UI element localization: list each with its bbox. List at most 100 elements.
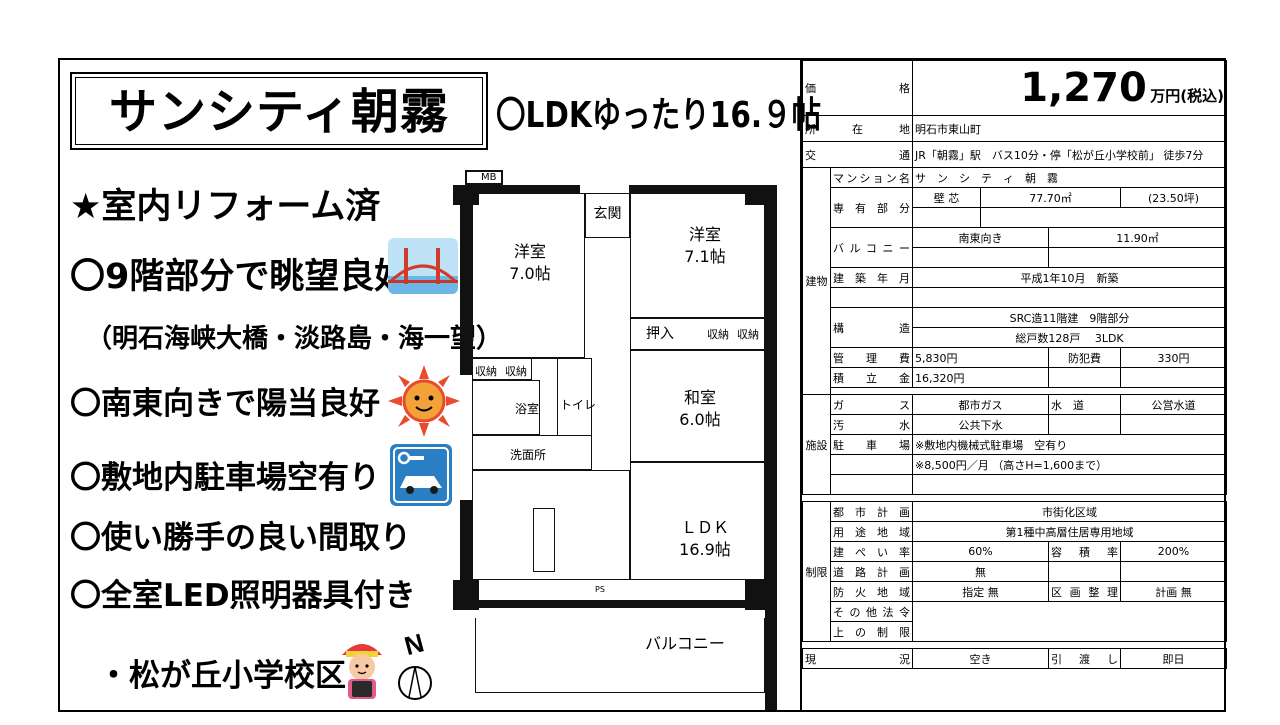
- room-yoshitsu-2: [630, 193, 765, 318]
- zone-label: 用途地域: [830, 521, 913, 542]
- wall: [460, 185, 580, 193]
- district-value: 計画 無: [1120, 581, 1227, 602]
- built-value: 平成1年10月 新築: [912, 267, 1227, 288]
- price-unit: 万円(税込): [1150, 87, 1224, 105]
- access-value: JR「朝霧」駅 バス10分・停「松が丘小学校前」 徒歩7分: [912, 141, 1227, 168]
- ps-label: PS: [595, 585, 605, 594]
- feature-parking: 〇敷地内駐車場空有り: [70, 460, 380, 496]
- price-cell: 1,270 万円(税込): [912, 60, 1227, 116]
- fire-label: 防火地域: [830, 581, 913, 602]
- far-value: 200%: [1120, 541, 1227, 562]
- wall: [453, 580, 479, 610]
- feature-sun: 〇南東向きで陽当良好: [70, 386, 380, 422]
- zone-value: 第1種中高層住居専用地域: [912, 521, 1227, 542]
- shuno-box-left: [472, 358, 532, 380]
- road-value: 無: [912, 561, 1049, 582]
- balcony-info-label: バルコニー: [830, 227, 913, 268]
- other-label-2: 上の制限: [830, 621, 913, 642]
- built-label: 建築年月: [830, 267, 913, 288]
- area-value: 77.70㎡: [980, 187, 1121, 208]
- info-panel: 価 格 1,270 万円(税込) 所 在 地 明石市東山町 交 通 JR「朝霧」…: [802, 60, 1227, 710]
- sewage-value: 公共下水: [912, 414, 1049, 435]
- parking-fee: ※8,500円／月 （高さH=1,600まで）: [912, 454, 1227, 475]
- feature-view-detail: （明石海峡大橋・淡路島・海一望）: [86, 324, 503, 354]
- area-label: 専有部分: [830, 187, 913, 228]
- ldk-size: 16.9帖: [679, 540, 731, 559]
- oshiire-label: 押入: [646, 326, 674, 342]
- shuno-label-4: 収納: [505, 365, 527, 378]
- wall: [460, 185, 472, 375]
- road-label: 道路計画: [830, 561, 913, 582]
- property-title: サンシティ朝霧: [75, 77, 483, 145]
- balcony-label: バルコニー: [645, 634, 725, 653]
- room-ldk-right: [630, 462, 765, 580]
- mgmt-value: 5,830円: [912, 347, 1049, 368]
- feature-school: ・松が丘小学校区: [98, 658, 346, 694]
- reserve-label: 積立金: [830, 367, 913, 388]
- feature-led: 〇全室LED照明器具付き: [70, 578, 416, 614]
- property-info-table: 価 格 1,270 万円(税込) 所 在 地 明石市東山町 交 通 JR「朝霧」…: [802, 60, 1227, 669]
- mansion-value: サ ン シ テ ィ 朝 霧: [912, 167, 1227, 188]
- washitsu-name: 和室: [683, 388, 716, 407]
- balcony-area: [475, 618, 765, 693]
- location-label: 所 在 地: [802, 115, 913, 142]
- title-box: サンシティ朝霧: [70, 72, 488, 150]
- ldk-name: ＬＤＫ: [680, 518, 729, 537]
- reserve-value: 16,320円: [912, 367, 1049, 388]
- wall: [765, 185, 777, 710]
- shuno-label-3: 収納: [475, 365, 497, 378]
- kitchen-counter: [533, 508, 555, 572]
- water-label: 水 道: [1048, 394, 1121, 415]
- north-letter: N: [401, 627, 427, 661]
- promo-panel: サンシティ朝霧 〇LDKゆったり16.９帖 ★室内リフォーム済 〇9階部分で眺望…: [60, 60, 821, 710]
- district-label: 区画整理: [1048, 581, 1121, 602]
- yoshitsu-1-size: 7.0帖: [509, 264, 551, 283]
- wall: [460, 600, 777, 608]
- toilet-label: トイレ: [560, 398, 597, 412]
- gas-value: 都市ガス: [912, 394, 1049, 415]
- structure-label: 構 造: [830, 307, 913, 348]
- access-label: 交 通: [802, 141, 913, 168]
- area-type: 壁 芯: [912, 187, 981, 208]
- washitsu-size: 6.0帖: [679, 410, 721, 429]
- sewage-label: 汚 水: [830, 414, 913, 435]
- school-child-icon: [342, 644, 382, 699]
- area-tsubo: (23.50坪): [1120, 187, 1227, 208]
- yoshitsu-1-name: 洋室: [513, 242, 546, 261]
- washroom: [472, 435, 592, 470]
- bathroom: [472, 380, 540, 435]
- other-label-1: その他法令: [830, 601, 913, 622]
- shuno-label-2: 収納: [737, 328, 759, 341]
- north-arrow-icon: N: [398, 627, 432, 700]
- senmenjo-label: 洗面所: [510, 448, 547, 462]
- room-genkan: [585, 193, 630, 238]
- structure-value-1: SRC造11階建 9階部分: [912, 307, 1227, 328]
- genkan-label: 玄関: [593, 206, 622, 222]
- feature-view: 〇9階部分で眺望良好: [70, 257, 410, 297]
- wall: [745, 580, 777, 610]
- yokushitsu-label: 浴室: [515, 402, 540, 416]
- sun-face-icon: [388, 365, 460, 437]
- security-value: 330円: [1120, 347, 1227, 368]
- wall: [745, 185, 777, 205]
- bridge-picture-icon: [388, 238, 458, 294]
- coverage-label: 建ぺい率: [830, 541, 913, 562]
- floor-plan: MB: [445, 160, 797, 710]
- mgmt-label: 管理費: [830, 347, 913, 368]
- status-value: 空き: [912, 648, 1049, 669]
- parking-value: ※敷地内機械式駐車場 空有り: [912, 434, 1227, 455]
- price-value: 1,270: [1020, 65, 1147, 111]
- room-yoshitsu-1: [472, 193, 585, 358]
- location-value: 明石市東山町: [912, 115, 1227, 142]
- ldk-headline: 〇LDKゆったり16.９帖: [496, 95, 822, 136]
- security-label: 防犯費: [1048, 347, 1121, 368]
- handover-label: 引渡し: [1048, 648, 1121, 669]
- facility-label: 施設: [802, 394, 831, 495]
- property-sheet: サンシティ朝霧 〇LDKゆったり16.９帖 ★室内リフォーム済 〇9階部分で眺望…: [58, 58, 1227, 712]
- parking-label: 駐車場: [830, 434, 913, 455]
- water-value: 公営水道: [1120, 394, 1227, 415]
- balcony-dir: 南東向き: [912, 227, 1049, 248]
- mansion-label: マンション名: [830, 167, 913, 188]
- city-plan-value: 市街化区域: [912, 501, 1227, 522]
- yoshitsu-2-size: 7.1帖: [684, 247, 726, 266]
